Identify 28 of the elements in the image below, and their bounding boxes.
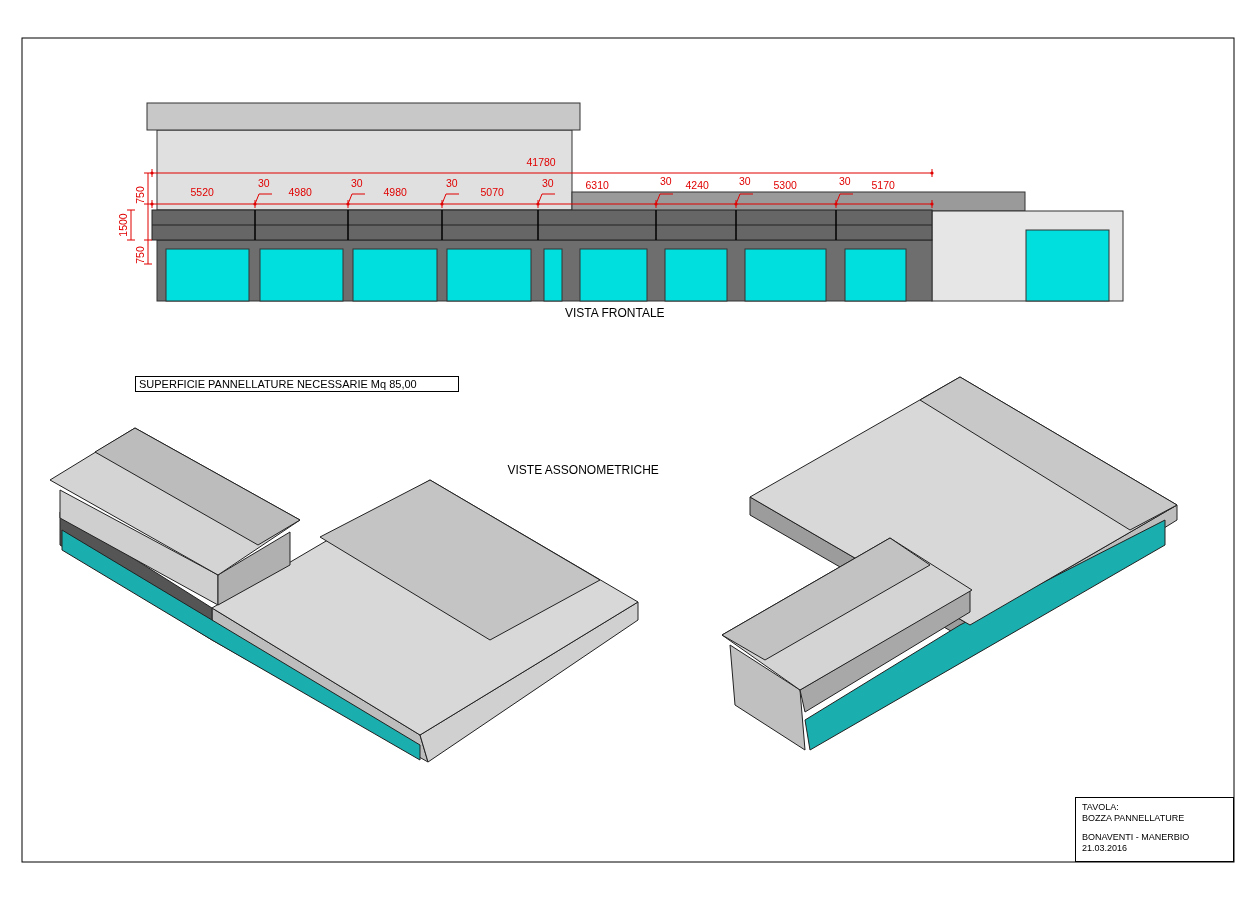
note-box <box>135 376 459 392</box>
dimension-value: 30 <box>839 175 851 187</box>
dimension-value: 30 <box>660 175 672 187</box>
dimension-value: 5300 <box>773 179 797 191</box>
dimension-value: 750 <box>133 186 146 204</box>
dimension-value: 30 <box>739 175 751 187</box>
dimension-value: 4240 <box>685 179 709 191</box>
dimension-value: 30 <box>258 177 270 189</box>
title-block <box>1075 797 1234 862</box>
dimension-value: 4980 <box>288 186 312 198</box>
dimension-value: 30 <box>542 177 554 189</box>
dimension-value: 30 <box>446 177 458 189</box>
dimension-value: 750 <box>133 246 146 264</box>
dimension-value: 30 <box>351 177 363 189</box>
dimension-value: 5070 <box>480 186 504 198</box>
dimension-value: 4980 <box>383 186 407 198</box>
dimension-value: 5170 <box>871 179 895 191</box>
dimension-value: 1500 <box>116 213 129 237</box>
title-block-text: BOZZA PANNELLATURE <box>1082 813 1186 824</box>
dimension-value: 6310 <box>585 179 609 191</box>
title-block-text: 21.03.2016 <box>1082 843 1129 854</box>
title-block-text: BONAVENTI - MANERBIO <box>1082 832 1191 843</box>
title-block-text: TAVOLA: <box>1082 802 1120 813</box>
dimension-value: 41780 <box>526 156 556 168</box>
dimension-value: 5520 <box>190 186 214 198</box>
view-title: VISTE ASSONOMETRICHE <box>507 464 659 476</box>
view-title: VISTA FRONTALE <box>565 307 665 319</box>
note-text: SUPERFICIE PANNELLATURE NECESSARIE Mq 85,00 <box>139 378 418 390</box>
